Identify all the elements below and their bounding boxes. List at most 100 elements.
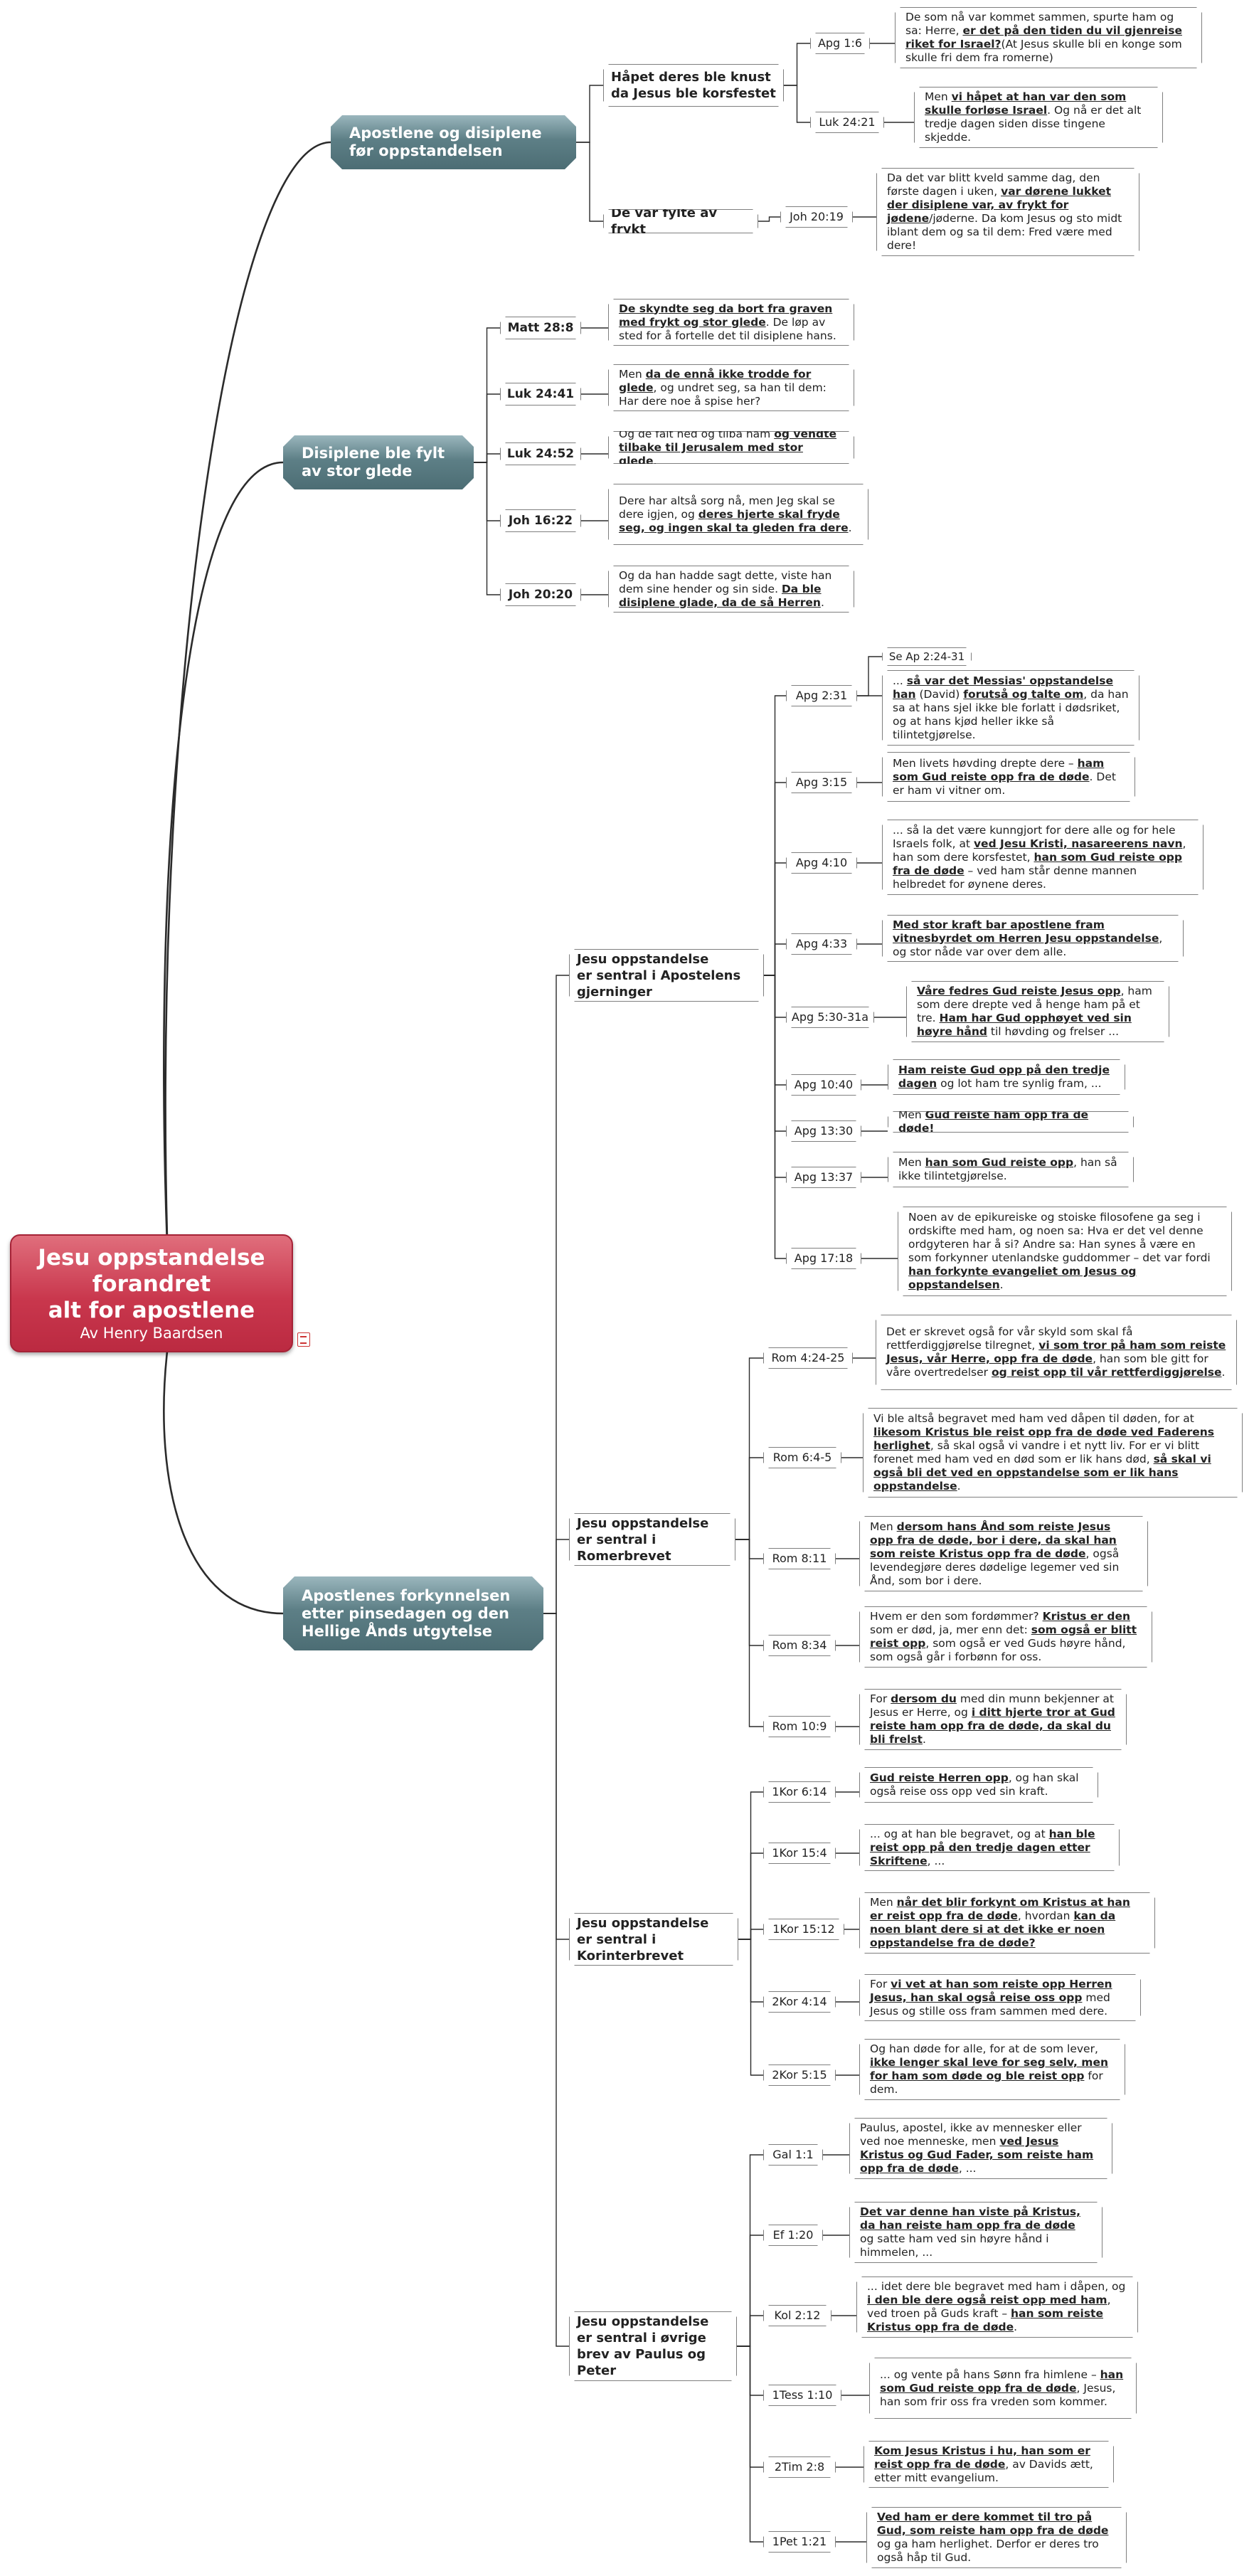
reference-label[interactable]: Apg 4:10	[786, 852, 857, 874]
central-subtitle: Av Henry Baardsen	[80, 1324, 223, 1342]
label-connector	[735, 1457, 763, 1540]
verse-text-box[interactable]: De skyndte seg da bort fra graven med fr…	[608, 299, 854, 346]
verse-text-box[interactable]: ... og vente på hans Sønn fra himlene – …	[869, 2358, 1137, 2419]
reference-label[interactable]: Ef 1:20	[763, 2225, 823, 2246]
reference-label[interactable]: 1Kor 15:4	[763, 1843, 836, 1864]
reference-label[interactable]: Rom 10:9	[763, 1716, 836, 1737]
main-connector	[164, 141, 331, 1239]
reference-label[interactable]: Joh 16:22	[500, 509, 581, 532]
sub-topic[interactable]: Håpet deres ble knust da Jesus ble korsf…	[603, 64, 784, 107]
verse-text-box[interactable]: Våre fedres Gud reiste Jesus opp, ham so…	[906, 981, 1169, 1042]
sub-connector	[576, 142, 603, 222]
verse-text-box[interactable]: Gud reiste Herren opp, og han skal også …	[859, 1767, 1098, 1803]
verse-text-box[interactable]: Men når det blir forkynt om Kristus at h…	[859, 1892, 1155, 1954]
verse-text-box[interactable]: Men livets høvding drepte dere – ham som…	[882, 752, 1135, 802]
reference-label[interactable]: Luk 24:41	[500, 383, 581, 406]
verse-text-box[interactable]: Ham reiste Gud opp på den tredje dagen o…	[888, 1059, 1125, 1095]
verse-text-box[interactable]: ... og at han ble begravet, og at han bl…	[859, 1824, 1120, 1871]
reference-label[interactable]: Apg 5:30-31a	[786, 1007, 874, 1028]
reference-label[interactable]: 1Tess 1:10	[763, 2385, 841, 2406]
reference-label[interactable]: Rom 6:4-5	[763, 1447, 841, 1468]
verse-text-box[interactable]: Og da han hadde sagt dette, viste han de…	[608, 566, 854, 613]
verse-text-box[interactable]: Ved ham er dere kommet til tro på Gud, s…	[866, 2507, 1127, 2568]
reference-label[interactable]: Apg 2:31	[786, 685, 857, 706]
label-connector	[735, 1539, 763, 1727]
verse-text-box[interactable]: ... idet dere ble begravet med ham i dåp…	[856, 2276, 1138, 2338]
reference-label[interactable]: Rom 4:24-25	[763, 1347, 853, 1369]
verse-text-box[interactable]: Men han som Gud reiste opp, han så ikke …	[888, 1152, 1134, 1187]
sub-topic[interactable]: Jesu oppstandelse er sentral i Apostelen…	[569, 949, 764, 1002]
sub-topic[interactable]: De var fylte av frykt	[603, 209, 758, 233]
main-connector	[163, 461, 284, 1246]
main-topic[interactable]: Disiplene ble fylt av stor glede	[283, 435, 474, 489]
sub-connector	[543, 1613, 569, 2347]
sub-connector	[543, 975, 569, 1614]
central-topic[interactable]: Jesu oppstandelse forandret alt for apos…	[10, 1234, 293, 1352]
verse-text-box[interactable]: Da det var blitt kveld samme dag, den fø…	[876, 168, 1139, 256]
reference-label[interactable]: Apg 1:6	[810, 33, 870, 54]
reference-label[interactable]: Kol 2:12	[763, 2305, 831, 2326]
verse-text-box[interactable]: Vi ble altså begravet med ham ved dåpen …	[863, 1408, 1243, 1498]
reference-label[interactable]: Matt 28:8	[500, 317, 581, 339]
verse-text-box[interactable]: Noen av de epikureiske og stoiske filoso…	[898, 1207, 1232, 1296]
verse-text-box[interactable]: Og de falt ned og tilba ham og vendte ti…	[608, 431, 854, 464]
main-topic[interactable]: Apostlene og disiplene før oppstandelsen	[331, 115, 576, 169]
reference-label[interactable]: Luk 24:21	[810, 112, 884, 133]
label-connector	[737, 2346, 763, 2543]
reference-label[interactable]: Joh 20:19	[780, 206, 853, 228]
label-connector	[474, 393, 500, 463]
main-topic[interactable]: Apostlenes forkynnelsen etter pinsedagen…	[283, 1576, 543, 1650]
central-title: Jesu oppstandelse forandret alt for apos…	[38, 1244, 265, 1323]
sub-topic[interactable]: Jesu oppstandelse er sentral i øvrige br…	[569, 2311, 737, 2381]
note-icon[interactable]	[297, 1332, 310, 1347]
verse-text-box[interactable]: Kom Jesus Kristus i hu, han som er reist…	[864, 2441, 1114, 2488]
label-connector	[758, 216, 780, 222]
verse-text-box[interactable]: Det er skrevet også for vår skyld som sk…	[876, 1315, 1237, 1390]
see-reference-label[interactable]: Se Ap 2:24-31	[882, 647, 972, 666]
verse-text-box[interactable]: Med stor kraft bar apostlene fram vitnes…	[882, 915, 1184, 962]
verse-text-box[interactable]: ... så la det være kunngjort for dere al…	[882, 820, 1203, 895]
reference-label[interactable]: Gal 1:1	[763, 2144, 823, 2166]
reference-label[interactable]: 1Kor 6:14	[763, 1781, 836, 1803]
reference-label[interactable]: Apg 3:15	[786, 772, 857, 793]
sub-topic[interactable]: Jesu oppstandelse er sentral i Romerbrev…	[569, 1513, 735, 1566]
label-connector	[784, 85, 810, 123]
verse-text-box[interactable]: De som nå var kommet sammen, spurte ham …	[895, 7, 1202, 68]
reference-label[interactable]: Apg 13:37	[786, 1167, 861, 1188]
verse-text-box[interactable]: ... så var det Messias' oppstandelse han…	[882, 670, 1139, 746]
label-connector	[764, 975, 786, 1259]
verse-text-box[interactable]: For vi vet at han som reiste opp Herren …	[859, 1974, 1141, 2021]
reference-label[interactable]: 1Pet 1:21	[763, 2531, 836, 2553]
label-connector	[474, 453, 500, 463]
label-connector	[738, 1939, 763, 2076]
verse-text-box[interactable]: Men vi håpet at han var den som skulle f…	[914, 87, 1163, 148]
reference-label[interactable]: Apg 17:18	[786, 1248, 861, 1269]
reference-label[interactable]: 2Tim 2:8	[763, 2456, 836, 2478]
reference-label[interactable]: Joh 20:20	[500, 583, 581, 606]
reference-label[interactable]: Rom 8:34	[763, 1635, 836, 1656]
verse-text-box[interactable]: Og han døde for alle, for at de som leve…	[859, 2039, 1125, 2100]
sub-topic[interactable]: Jesu oppstandelse er sentral i Korinterb…	[569, 1913, 738, 1966]
verse-text-box[interactable]: Dere har altså sorg nå, men Jeg skal se …	[608, 484, 868, 545]
reference-label[interactable]: 1Kor 15:12	[763, 1919, 844, 1940]
reference-label[interactable]: Apg 4:33	[786, 933, 857, 955]
reference-label[interactable]: Luk 24:52	[500, 442, 581, 465]
verse-text-box[interactable]: Men dersom hans Ånd som reiste Jesus opp…	[859, 1516, 1148, 1591]
reference-label[interactable]: Apg 13:30	[786, 1120, 861, 1142]
sub-connector	[576, 85, 603, 143]
verse-text-box[interactable]: For dersom du med din munn bekjenner at …	[859, 1689, 1127, 1750]
main-connector	[163, 1351, 284, 1615]
reference-label[interactable]: Apg 10:40	[786, 1074, 861, 1096]
verse-text-box[interactable]: Hvem er den som fordømmer? Kristus er de…	[859, 1606, 1152, 1668]
verse-text-box[interactable]: Men da de ennå ikke trodde for glede, og…	[608, 364, 854, 411]
verse-text-box[interactable]: Men Gud reiste ham opp fra de døde!	[888, 1111, 1134, 1133]
reference-label[interactable]: Rom 8:11	[763, 1548, 836, 1569]
verse-text-box[interactable]: Paulus, apostel, ikke av mennesker eller…	[849, 2118, 1112, 2179]
reference-label[interactable]: 2Kor 5:15	[763, 2064, 836, 2086]
label-connector	[764, 943, 786, 976]
label-connector	[737, 2315, 763, 2347]
reference-label[interactable]: 2Kor 4:14	[763, 1991, 836, 2013]
sub-connector	[543, 1539, 569, 1614]
verse-text-box[interactable]: Det var denne han viste på Kristus, da h…	[849, 2202, 1102, 2263]
label-connector	[784, 43, 810, 86]
